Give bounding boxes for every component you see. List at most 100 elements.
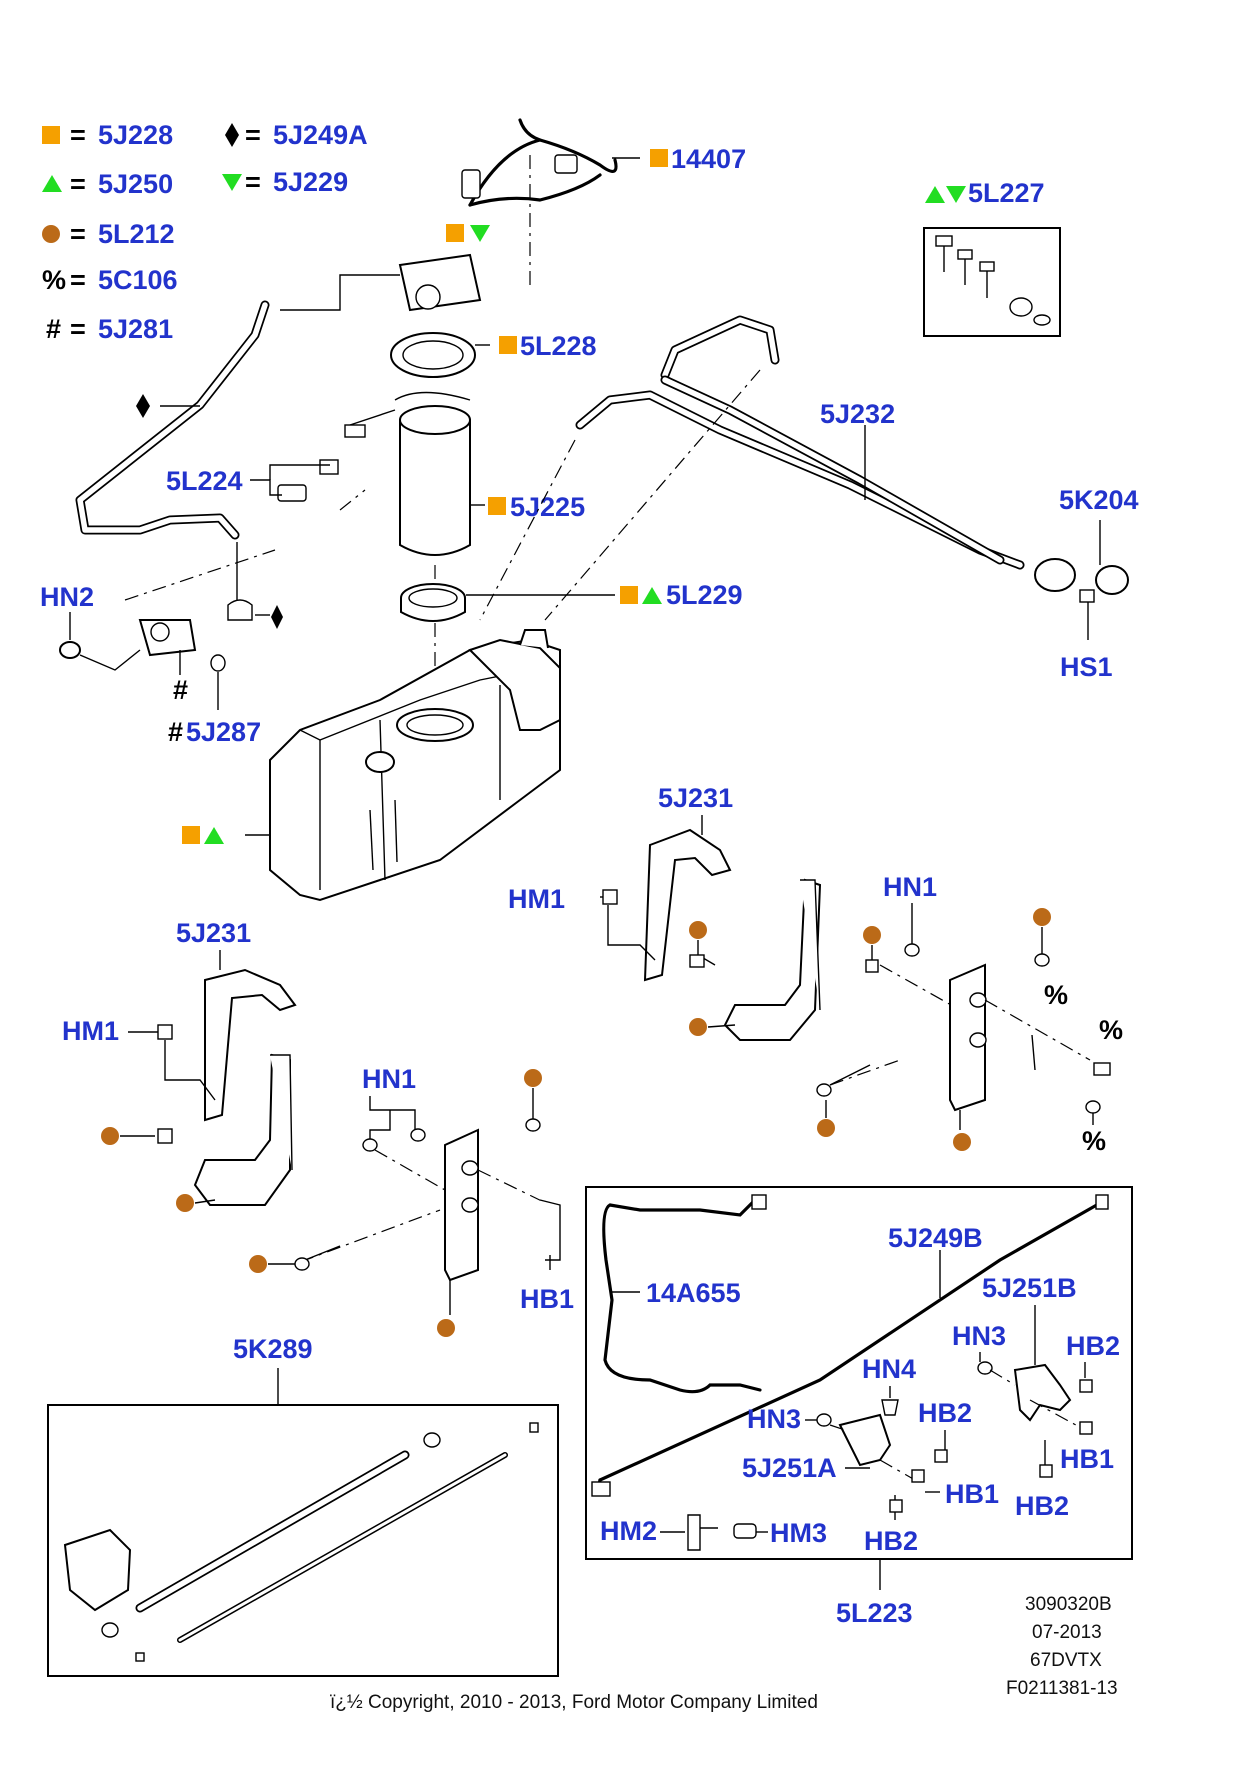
label-5l229: 5L229 <box>666 580 743 610</box>
wiring-harness-14407: 14407 <box>461 118 746 290</box>
seal-5l229: 5L229 <box>400 580 743 622</box>
label-hn3-left: HN3 <box>747 1404 801 1434</box>
fuel-line-left <box>75 300 283 629</box>
label-hb2-right-top: HB2 <box>1066 1331 1120 1361</box>
brown-circle-icon <box>689 1018 707 1036</box>
brown-circle-icon <box>1033 908 1051 926</box>
label-hb2-middle: HB2 <box>918 1398 972 1428</box>
mark-percent: % <box>1082 1126 1106 1156</box>
sender-hn2: HN2 # # 5J287 <box>40 582 261 747</box>
label-hn3-right: HN3 <box>952 1321 1006 1351</box>
label-5j249b: 5J249B <box>888 1223 983 1253</box>
kit-5l227: 5L227 <box>923 178 1061 337</box>
drawing-date: 07-2013 <box>1032 1622 1102 1643</box>
orange-square-icon <box>620 586 638 604</box>
brown-circle-icon <box>817 1119 835 1137</box>
kit-5k289: 5K289 <box>47 1334 559 1677</box>
legend-eq: = <box>70 169 86 199</box>
o-ring-icon <box>1033 314 1051 326</box>
fitting-5k204: 5K204 HS1 <box>1034 485 1139 682</box>
bracket-hn1-right: HN1 % % % <box>816 872 1123 1156</box>
legend-symbol-hash: # <box>46 314 61 344</box>
bolt-icon <box>935 235 995 298</box>
legend-code-5j250: 5J250 <box>98 169 173 199</box>
orange-square-icon <box>499 336 517 354</box>
brown-circle-icon <box>249 1255 267 1273</box>
legend-code-5l212: 5L212 <box>98 219 175 249</box>
label-5l223: 5L223 <box>836 1598 913 1628</box>
fuel-module-5j225: 5J225 <box>344 391 585 720</box>
label-hn4: HN4 <box>862 1354 916 1384</box>
legend: = 5J228 = 5J249A = 5J250 = 5J229 = 5L212… <box>42 120 368 344</box>
mark-percent: % <box>1044 980 1068 1010</box>
fuel-tank <box>182 629 561 902</box>
brown-circle-icon <box>101 1127 119 1145</box>
green-triangle-up-icon <box>642 587 662 604</box>
legend-code-5j228: 5J228 <box>98 120 173 150</box>
orange-square-icon <box>182 826 200 844</box>
label-hm1-left: HM1 <box>62 1016 119 1046</box>
tank-strap-5j231-right: 5J231 HM1 <box>508 783 822 1041</box>
label-5l228: 5L228 <box>520 331 597 361</box>
mark-hash: # <box>168 717 183 747</box>
label-hm2: HM2 <box>600 1516 657 1546</box>
brown-circle-icon <box>524 1069 542 1087</box>
legend-eq: = <box>245 120 261 150</box>
legend-code-5c106: 5C106 <box>98 265 178 295</box>
green-triangle-down-icon <box>470 225 490 242</box>
black-diamond-icon <box>225 123 239 147</box>
label-hn1-right: HN1 <box>883 872 937 902</box>
label-hb1-right: HB1 <box>1060 1444 1114 1474</box>
brown-circle-icon <box>42 225 60 243</box>
tank-strap-5j231-left: 5J231 HM1 <box>62 918 297 1212</box>
orange-square-icon <box>650 149 668 167</box>
label-hn1-left: HN1 <box>362 1064 416 1094</box>
brown-circle-icon <box>176 1194 194 1212</box>
legend-code-5j249a: 5J249A <box>273 120 368 150</box>
black-diamond-icon <box>136 394 150 418</box>
brown-circle-icon <box>863 926 881 944</box>
harness-14a655 <box>602 1203 762 1394</box>
mark-percent: % <box>1099 1015 1123 1045</box>
label-5j251b: 5J251B <box>982 1273 1077 1303</box>
grommet-icon <box>423 1432 441 1448</box>
legend-eq: = <box>70 120 86 150</box>
copyright-notice: ï¿½ Copyright, 2010 - 2013, Ford Motor C… <box>330 1692 818 1713</box>
legend-eq: = <box>245 167 261 197</box>
green-triangle-up-icon <box>42 175 62 192</box>
kit-box <box>923 227 1061 337</box>
label-hs1: HS1 <box>1060 652 1113 682</box>
label-5j231-left: 5J231 <box>176 918 251 948</box>
label-5k289: 5K289 <box>233 1334 313 1364</box>
label-14a655: 14A655 <box>646 1278 741 1308</box>
label-5j225: 5J225 <box>510 492 585 522</box>
orange-square-icon <box>488 497 506 515</box>
bracket-hn1-left: HN1 HB1 <box>249 1064 574 1337</box>
figure-code: F0211381-13 <box>1006 1678 1118 1699</box>
legend-symbol-percent: % <box>42 265 66 295</box>
label-5j287: 5J287 <box>186 717 261 747</box>
connector-5l224: 5L224 <box>166 459 366 511</box>
orange-square-icon <box>446 224 464 242</box>
label-hm3: HM3 <box>770 1518 827 1548</box>
green-triangle-up-icon <box>925 186 945 203</box>
kit-box <box>585 1186 1133 1560</box>
grommet-icon <box>1009 297 1033 317</box>
label-5j231-right: 5J231 <box>658 783 733 813</box>
label-hb2-right-bottom: HB2 <box>1015 1491 1069 1521</box>
label-hb2-bottom: HB2 <box>864 1526 918 1556</box>
mark-hash: # <box>173 675 188 705</box>
orange-square-icon <box>42 126 60 144</box>
filler-door-icon <box>63 1528 132 1612</box>
lock-ring-5l228: 5L228 <box>390 331 597 378</box>
legend-eq: = <box>70 265 86 295</box>
drawing-info: 3090320B 07-2013 67DVTX F0211381-13 <box>1006 1594 1118 1699</box>
kit-box <box>47 1404 559 1677</box>
model-code: 67DVTX <box>1030 1650 1102 1671</box>
legend-eq: = <box>70 314 86 344</box>
label-5j251a: 5J251A <box>742 1453 837 1483</box>
label-5l227: 5L227 <box>968 178 1045 208</box>
hose-5j249b <box>598 1200 1104 1482</box>
green-triangle-up-icon <box>204 827 224 844</box>
